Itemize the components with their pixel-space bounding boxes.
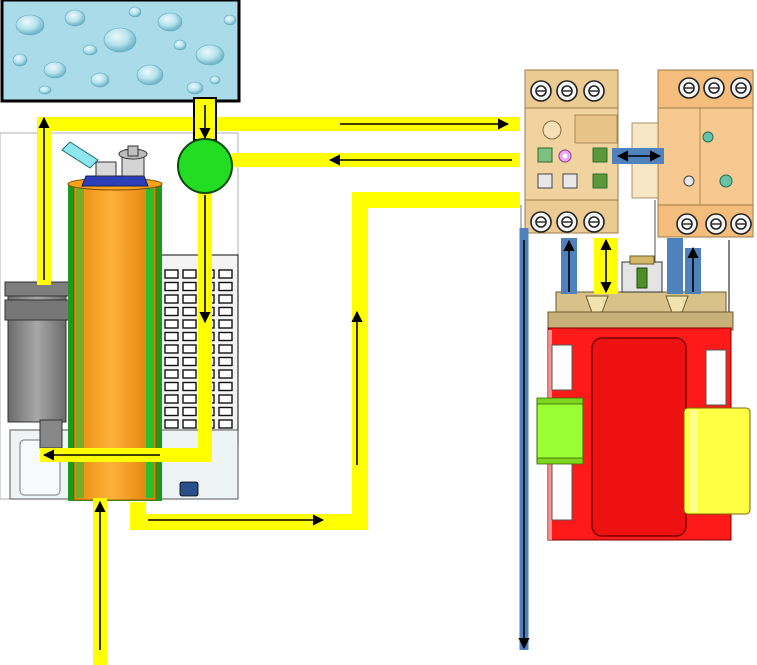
grid-cell [183,358,196,366]
water-droplet [91,73,109,87]
grid-cell [219,333,232,341]
grid-cell [219,358,232,366]
grid-cell [183,383,196,391]
grid-cell [165,358,178,366]
grid-cell [165,345,178,353]
grid-cell [219,295,232,303]
water-droplet [65,10,85,26]
water-droplet [158,13,182,31]
grid-cell [183,295,196,303]
water-droplet [39,86,51,94]
grid-cell [219,270,232,278]
pump-icon [178,139,232,193]
grid-cell [165,295,178,303]
grid-cell [219,420,232,428]
grid-cell [165,283,178,291]
right-equipment [521,70,753,540]
grid-cell [219,408,232,416]
grid-cell [219,320,232,328]
green-cylinder [537,398,583,464]
water-droplet [196,45,224,65]
grid-cell [219,283,232,291]
water-droplet [210,76,220,84]
grid-cell [219,345,232,353]
water-droplet [129,7,141,17]
grid-cell [183,308,196,316]
grid-cell [219,308,232,316]
grid-cell [183,395,196,403]
grid-cell [183,408,196,416]
water-droplet [137,65,163,85]
grid-cell [219,383,232,391]
water-reservoir [2,0,239,101]
grid-cell [183,320,196,328]
water-droplet [104,28,136,52]
water-droplet [16,15,44,35]
grid-cell [165,270,178,278]
water-droplet [174,40,186,50]
grid-cell [219,370,232,378]
water-droplet [44,62,66,78]
grid-cell [183,370,196,378]
water-droplet [187,82,203,94]
grid-cell [165,395,178,403]
grid-cell [165,370,178,378]
grid-cell [183,270,196,278]
grid-cell [183,420,196,428]
grid-cell [165,333,178,341]
grid-cell [165,308,178,316]
grid-cell [165,408,178,416]
grid-cell [183,283,196,291]
water-droplet [83,45,97,55]
grid-cell [183,345,196,353]
grid-cell [183,333,196,341]
yellow-cylinder [684,408,750,514]
grid-cell [165,420,178,428]
grid-cell [219,395,232,403]
grid-cell [165,383,178,391]
water-droplet [13,54,27,66]
grid-cell [165,320,178,328]
water-droplet [224,15,236,25]
